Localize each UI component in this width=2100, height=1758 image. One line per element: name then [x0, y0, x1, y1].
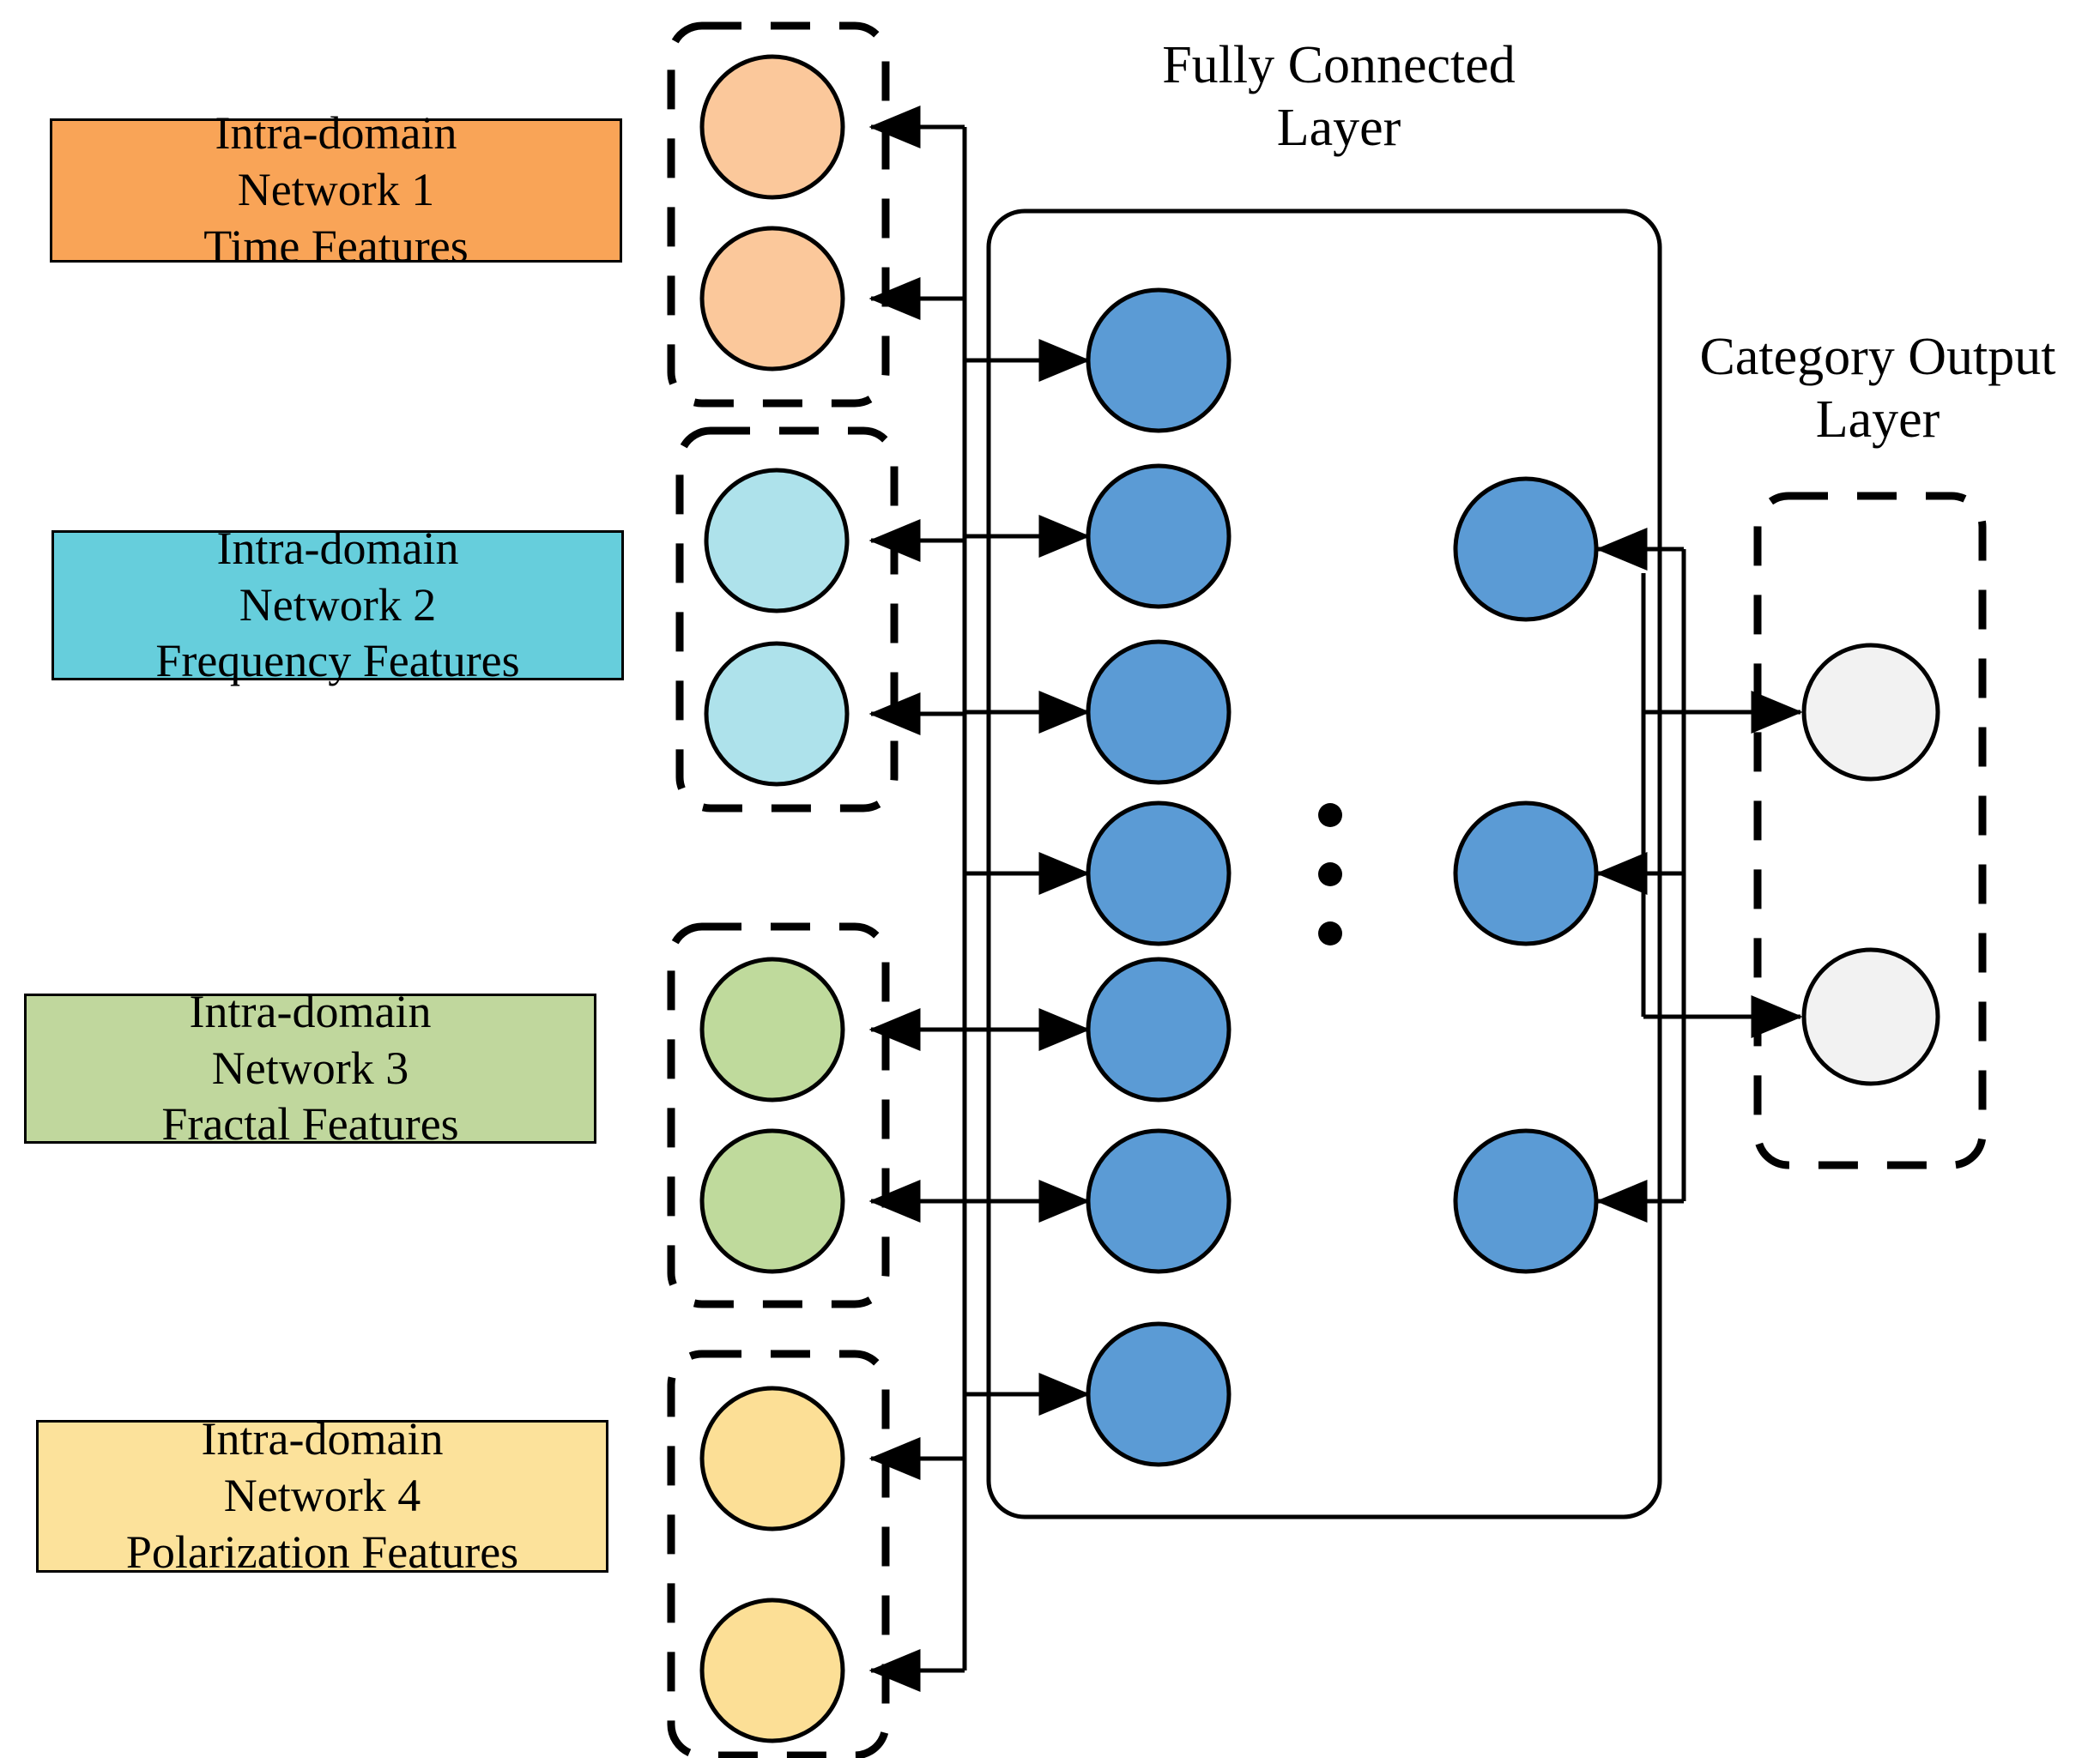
- domain3-node-1: [699, 957, 845, 1103]
- domain4-node-1: [699, 1386, 845, 1531]
- fc-left-node-5: [1086, 957, 1232, 1103]
- fully-connected-layer-panel: [986, 208, 1662, 1519]
- domain-box-network-1-line2: Network 1: [237, 164, 435, 216]
- domain-box-network-4-line2: Network 4: [223, 1470, 421, 1522]
- domain1-node-1: [699, 54, 845, 200]
- domain-box-network-1-line1: Intra-domain: [215, 107, 457, 160]
- domain3-node-2: [699, 1128, 845, 1274]
- domain-group-box-4: [667, 1350, 890, 1758]
- category-output-group-box: [1753, 492, 1987, 1169]
- output-node-1: [1801, 643, 1940, 782]
- domain-box-network-3-line3: Fractal Features: [161, 1098, 459, 1151]
- co-title-line1: Category Output: [1699, 328, 2056, 386]
- fc-left-node-4: [1086, 800, 1232, 946]
- output-node-2: [1801, 947, 1940, 1086]
- domain-box-network-2-line1: Intra-domain: [216, 522, 459, 574]
- fully-connected-layer-title: Fully Connected Layer: [1116, 34, 1562, 160]
- domain-group-box-3: [667, 922, 890, 1308]
- fc-left-node-2: [1086, 463, 1232, 609]
- fc-title-line2: Layer: [1276, 99, 1401, 158]
- domain-box-network-4: Intra-domain Network 4 Polarization Feat…: [36, 1413, 608, 1578]
- domain-box-network-1-line3: Time Features: [203, 220, 469, 272]
- fc-ellipsis-dot-3: [1318, 921, 1342, 945]
- domain-group-box-2: [675, 426, 899, 813]
- domain-box-network-2-line3: Frequency Features: [155, 635, 520, 687]
- domain-box-network-4-line3: Polarization Features: [125, 1525, 519, 1578]
- fc-right-node-1: [1453, 476, 1599, 622]
- domain2-node-2: [704, 641, 850, 787]
- domain-box-network-3-line1: Intra-domain: [189, 985, 432, 1037]
- domain-group-box-1: [667, 21, 890, 408]
- fc-ellipsis-dot-1: [1318, 803, 1342, 827]
- fc-left-node-3: [1086, 639, 1232, 785]
- co-title-line2: Layer: [1815, 390, 1940, 450]
- fc-left-node-1: [1086, 287, 1232, 433]
- domain-box-network-1: Intra-domain Network 1 Time Features: [50, 107, 622, 272]
- fc-left-node-7: [1086, 1321, 1232, 1467]
- domain-box-network-4-line1: Intra-domain: [201, 1413, 444, 1465]
- domain-box-network-2: Intra-domain Network 2 Frequency Feature…: [51, 523, 624, 686]
- domain-box-network-3-line2: Network 3: [211, 1042, 409, 1094]
- domain-box-network-3: Intra-domain Network 3 Fractal Features: [24, 986, 596, 1150]
- domain-box-network-2-line2: Network 2: [239, 578, 437, 631]
- domain2-node-1: [704, 468, 850, 613]
- fc-title-line1: Fully Connected: [1162, 36, 1516, 94]
- fc-left-node-6: [1086, 1128, 1232, 1274]
- fc-right-node-2: [1453, 800, 1599, 946]
- fc-right-node-3: [1453, 1128, 1599, 1274]
- domain1-node-2: [699, 226, 845, 372]
- category-output-layer-title: Category Output Layer: [1663, 326, 2092, 451]
- fc-ellipsis-dot-2: [1318, 862, 1342, 886]
- domain4-node-2: [699, 1598, 845, 1743]
